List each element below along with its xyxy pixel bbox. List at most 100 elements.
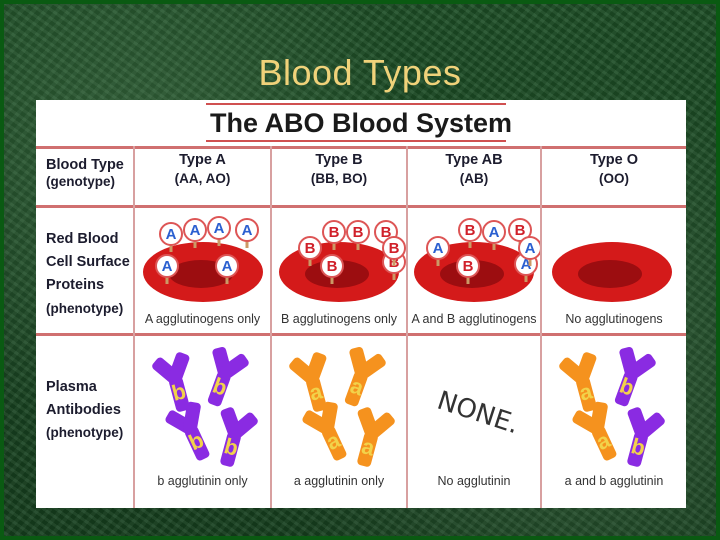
- header-type-name: Type B: [315, 152, 363, 168]
- antibody: a: [289, 352, 327, 412]
- antigen-letter: B: [465, 222, 476, 239]
- antigen-letter: A: [214, 220, 225, 237]
- antigen-letter: B: [389, 240, 400, 257]
- antibody-arm-right: [590, 401, 608, 433]
- header-genotype: (OO): [599, 170, 629, 186]
- antibody-arm-right: [356, 353, 386, 380]
- antibody-arm-right: [366, 412, 395, 440]
- grid-line-2: [36, 333, 686, 336]
- antibody-arm-right: [305, 352, 327, 384]
- antibody-arm-right: [219, 353, 249, 380]
- antibody-stem: [321, 426, 347, 461]
- antigen-bubble: [456, 254, 480, 278]
- antibody-arm-right: [320, 401, 338, 433]
- antibody: a: [357, 407, 395, 467]
- antigen-letter: A: [433, 240, 444, 257]
- antibody: b: [220, 407, 258, 467]
- antibody-arm-right: [229, 412, 258, 440]
- caption-type-o-antibodies: a and b agglutinin: [564, 474, 664, 488]
- antibody-arm-right: [626, 353, 656, 380]
- antigen-letter: B: [515, 222, 526, 239]
- antigen-letter: A: [489, 224, 500, 241]
- grid-col-line-0: [133, 146, 135, 508]
- antigen-letter: B: [353, 224, 364, 241]
- caption-type-ab-antibodies: No agglutinin: [437, 474, 511, 488]
- antigen-bubble: [235, 218, 259, 242]
- header-type-a: Type A (AA, AO): [135, 151, 270, 187]
- row-label-line: (genotype): [46, 174, 115, 190]
- grid-col-line-1: [270, 146, 272, 508]
- antibody-stem: [184, 426, 210, 461]
- caption-type-ab-antigens: A and B agglutinogens: [411, 312, 537, 326]
- antibody: a: [572, 401, 617, 461]
- antibody-stem: [169, 377, 190, 412]
- antibody: a: [559, 352, 597, 412]
- antibody-stem: [627, 432, 648, 467]
- antibody-letter: b: [169, 378, 188, 406]
- antigen-letter: A: [162, 258, 173, 275]
- antigen-letter: A: [222, 258, 233, 275]
- antigen-bubble: [215, 254, 239, 278]
- antigen-bubble: [346, 220, 370, 244]
- antigen-bubble: [159, 222, 183, 246]
- antibody-letter: a: [322, 427, 344, 455]
- antibody: b: [152, 352, 190, 412]
- row-label-surface-proteins: Red Blood Cell Surface Proteins (phenoty…: [46, 228, 130, 319]
- antigen-bubble: [183, 218, 207, 242]
- chart-title: The ABO Blood System: [209, 108, 513, 138]
- header-type-name: Type A: [179, 152, 226, 168]
- antibody-arm-right: [183, 401, 201, 433]
- antibody: b: [165, 401, 210, 461]
- antibody-arm-right: [168, 352, 190, 384]
- antigen-bubble: [155, 254, 179, 278]
- grid-col-line-2: [406, 146, 408, 508]
- antigen-bubble: [458, 218, 482, 242]
- antigen-letter: B: [381, 224, 392, 241]
- antigen-letter: B: [305, 240, 316, 257]
- grid-line-top: [36, 146, 686, 149]
- header-type-b: Type B (BB, BO): [272, 151, 406, 187]
- antibody: a: [302, 401, 347, 461]
- antigen-letter: A: [521, 256, 532, 273]
- antigen-bubble: [298, 236, 322, 260]
- antigen-letter: B: [327, 258, 338, 275]
- header-genotype: (AB): [459, 170, 489, 186]
- antibody-letter: b: [185, 427, 208, 455]
- antigen-bubble: [207, 216, 231, 240]
- caption-type-b-antibodies: a agglutinin only: [293, 474, 385, 488]
- header-type-ab: Type AB (AB): [408, 151, 540, 187]
- antibody: a: [344, 346, 386, 407]
- antibody-stem: [576, 377, 597, 412]
- antibody: b: [207, 346, 249, 407]
- header-genotype: (AA, AO): [174, 170, 231, 186]
- none-label: NONE.: [433, 385, 523, 441]
- header-type-name: Type O: [589, 152, 639, 168]
- header-type-name: Type AB: [445, 152, 503, 168]
- row-label-line: Plasma: [46, 379, 97, 395]
- row-label-blood-type: Blood Type (genotype): [46, 156, 124, 191]
- row-label-line: Antibodies: [46, 402, 121, 419]
- antigen-letter: A: [525, 240, 536, 257]
- antibody-stem: [344, 371, 368, 407]
- antibody: b: [627, 407, 665, 467]
- antibody-stem: [357, 432, 378, 467]
- antibody-letter: b: [222, 433, 241, 461]
- header-type-o: Type O (OO): [542, 151, 686, 187]
- antibody-stem: [306, 377, 327, 412]
- antigen-letter: A: [166, 226, 177, 243]
- antibody-arm-right: [575, 352, 597, 384]
- row-label-line: Proteins: [46, 277, 105, 294]
- grid-line-1: [36, 205, 686, 208]
- antigen-bubble: [482, 220, 506, 244]
- row-label-line: (phenotype): [46, 300, 124, 316]
- red-blood-cell-highlight: [578, 260, 642, 288]
